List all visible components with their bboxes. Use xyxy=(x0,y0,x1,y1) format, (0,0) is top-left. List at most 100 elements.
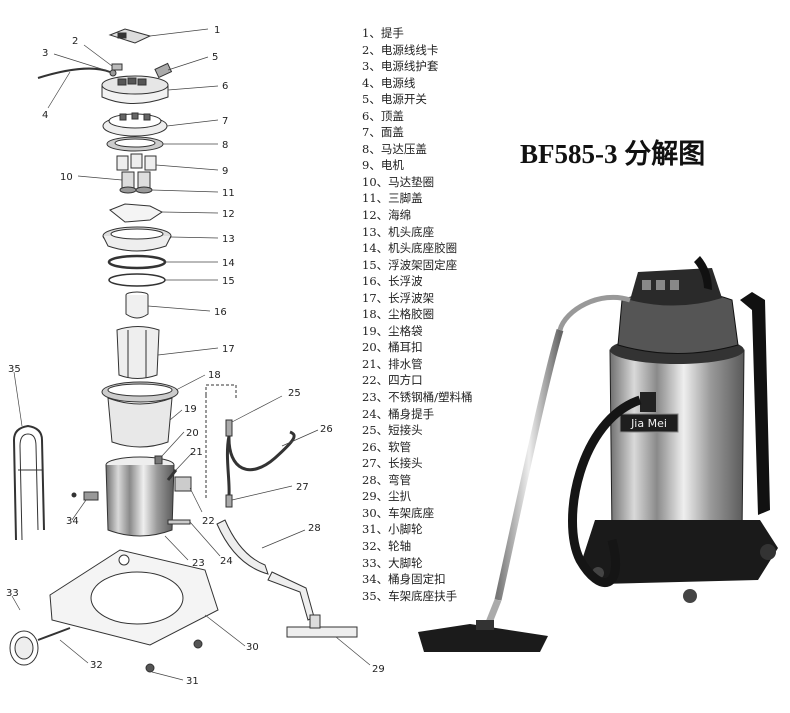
callout-number: 22 xyxy=(202,516,215,527)
parts-list-item: 4、电源线 xyxy=(362,75,416,90)
callout-number: 33 xyxy=(6,588,19,599)
callout-number: 2 xyxy=(72,36,78,47)
callout-number: 34 xyxy=(66,516,79,527)
callout-number: 31 xyxy=(186,676,199,687)
parts-list-item: 27、长接头 xyxy=(362,456,423,471)
callout-number: 12 xyxy=(222,209,235,220)
callout-number: 29 xyxy=(372,664,385,675)
part-sponge xyxy=(109,203,163,223)
parts-list-item: 19、尘格袋 xyxy=(362,323,423,338)
part-filter-gasket xyxy=(101,381,179,403)
parts-list-item: 33、大脚轮 xyxy=(362,555,423,570)
part-trolley-handle xyxy=(12,424,45,541)
parts-list-item: 7、面盖 xyxy=(362,125,404,140)
callout-number: 25 xyxy=(288,388,301,399)
parts-list-item: 23、不锈钢桶/塑料桶 xyxy=(362,390,473,405)
parts-list-item: 9、电机 xyxy=(362,158,404,173)
part-float-holder xyxy=(108,273,166,287)
part-head-gasket xyxy=(107,254,167,270)
parts-list-item: 32、轮轴 xyxy=(362,538,412,553)
parts-list-item: 21、排水管 xyxy=(362,356,423,371)
parts-list-item: 14、机头底座胶圈 xyxy=(362,241,458,256)
callout-number: 15 xyxy=(222,276,235,287)
parts-list-item: 30、车架底座 xyxy=(362,505,435,520)
part-wheel xyxy=(9,627,71,666)
callout-number: 27 xyxy=(296,482,309,493)
callout-number: 32 xyxy=(90,660,103,671)
parts-list-item: 11、三脚盖 xyxy=(362,191,423,206)
parts-list-item: 18、尘格胶圈 xyxy=(362,307,435,322)
parts-list-item: 28、弯管 xyxy=(362,472,412,487)
callout-number: 13 xyxy=(222,234,235,245)
callout-number: 6 xyxy=(222,81,228,92)
callout-number: 4 xyxy=(42,110,48,121)
callout-number: 24 xyxy=(220,556,233,567)
parts-list-item: 24、桶身提手 xyxy=(362,406,435,421)
part-handle xyxy=(108,28,152,44)
part-power-cord xyxy=(37,63,123,79)
callout-number: 35 xyxy=(8,364,21,375)
callout-number: 30 xyxy=(246,642,259,653)
part-motor-press-cover xyxy=(106,136,164,152)
callout-number: 1 xyxy=(214,25,220,36)
callout-number: 14 xyxy=(222,258,235,269)
callout-number: 28 xyxy=(308,523,321,534)
parts-list-item: 29、尘扒 xyxy=(362,489,412,504)
part-head-base xyxy=(102,226,172,252)
part-trolley-base xyxy=(49,549,219,673)
callout-number: 16 xyxy=(214,307,227,318)
part-tank xyxy=(105,455,192,537)
parts-list-item: 20、桶耳扣 xyxy=(362,340,423,355)
vacuum-photo: Jia Mei xyxy=(418,256,778,652)
parts-list-item: 17、长浮波架 xyxy=(362,290,435,305)
callout-number: 21 xyxy=(190,447,203,458)
part-bend-pipe xyxy=(216,519,315,621)
part-face-cover xyxy=(102,112,168,137)
parts-list-item: 10、马达垫圈 xyxy=(362,174,435,189)
brand-label: Jia Mei xyxy=(630,417,667,430)
parts-list-item: 12、海绵 xyxy=(362,208,412,223)
parts-list-item: 26、软管 xyxy=(362,439,412,454)
parts-list-item: 22、四方口 xyxy=(362,373,423,388)
parts-list-item: 3、电源线护套 xyxy=(362,59,439,74)
part-motors xyxy=(116,153,157,194)
callout-number: 8 xyxy=(222,140,228,151)
callout-number: 5 xyxy=(212,52,218,63)
leader-lines xyxy=(11,28,371,681)
diagram-title: BF585-3 分解图 xyxy=(520,139,706,169)
parts-list-item: 1、提手 xyxy=(362,26,404,40)
part-hose xyxy=(205,384,296,508)
parts-list-item: 5、电源开关 xyxy=(362,92,427,107)
parts-list-item: 2、电源线线卡 xyxy=(362,42,439,57)
callout-number: 3 xyxy=(42,48,48,59)
parts-list-item: 34、桶身固定扣 xyxy=(362,572,446,587)
callout-number: 9 xyxy=(222,166,228,177)
parts-list-item: 35、车架底座扶手 xyxy=(362,588,458,603)
parts-list-item: 8、马达压盖 xyxy=(362,141,427,156)
parts-list-item: 6、顶盖 xyxy=(362,108,404,123)
parts-list-item: 15、浮波架固定座 xyxy=(362,257,458,272)
callout-number: 19 xyxy=(184,404,197,415)
part-power-switch xyxy=(154,62,173,79)
callout-number: 10 xyxy=(60,172,73,183)
part-long-float xyxy=(125,291,149,319)
part-top-cover xyxy=(101,75,169,104)
parts-list-item: 16、长浮波 xyxy=(362,274,423,289)
callout-number: 20 xyxy=(186,428,199,439)
part-filter-bag xyxy=(107,397,173,448)
callout-number: 17 xyxy=(222,344,235,355)
callout-number: 18 xyxy=(208,370,221,381)
callout-number: 11 xyxy=(222,188,235,199)
part-floor-tool xyxy=(286,614,358,638)
callout-number: 7 xyxy=(222,116,228,127)
callout-number: 23 xyxy=(192,558,205,569)
parts-list-item: 31、小脚轮 xyxy=(362,522,423,537)
parts-list-item: 13、机头底座 xyxy=(362,224,435,239)
part-float-cage xyxy=(116,326,160,379)
parts-list-item: 25、短接头 xyxy=(362,423,423,438)
part-tank-clip xyxy=(71,491,99,501)
callout-number: 26 xyxy=(320,424,333,435)
